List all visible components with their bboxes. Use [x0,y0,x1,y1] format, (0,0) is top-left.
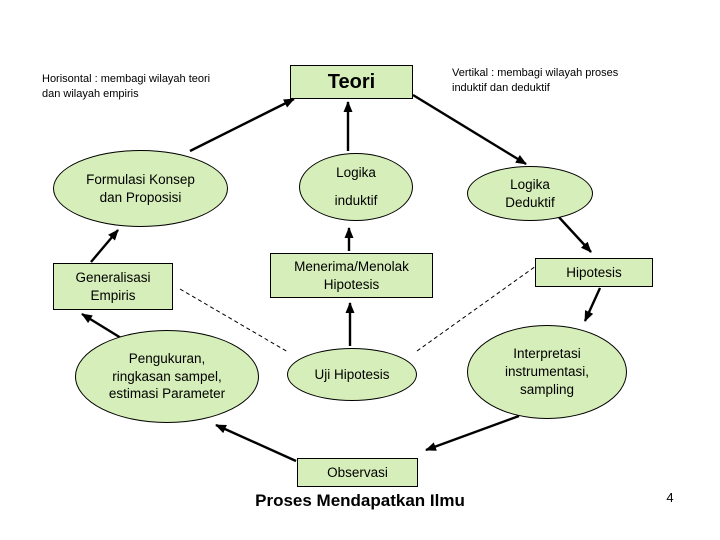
node-interpretasi: Interpretasi instrumentasi, sampling [467,325,627,419]
node-logika-deduktif: Logika Deduktif [467,166,593,221]
arrow-teori-to-logika-deduktif [412,93,527,166]
slide-title: Proses Mendapatkan Ilmu [255,491,465,510]
arrow-interpretasi-to-observasi [425,414,520,452]
page-number: 4 [666,490,674,505]
node-hipotesis: Hipotesis [535,258,653,287]
arrow-logika-deduktif-to-hipotesis [555,213,592,253]
node-menerima-menolak-hipotesis: Menerima/Menolak Hipotesis [270,253,433,298]
node-pengukuran: Pengukuran, ringkasan sampel, estimasi P… [75,330,259,423]
node-generalisasi-empiris: Generalisasi Empiris [53,263,173,310]
arrow-hipotesis-to-interpretasi [583,287,602,322]
node-teori: Teori [290,65,413,99]
arrow-observasi-to-pengukuran [215,423,297,463]
node-observasi: Observasi [297,458,418,487]
node-uji-hipotesis: Uji Hipotesis [287,348,417,401]
node-formulasi-konsep: Formulasi Konsep dan Proposisi [53,150,228,227]
arrow-pengukuran-to-generalisasi [81,312,122,340]
node-logika-induktif: Logika induktif [299,153,413,221]
arrow-formulasi-to-teori [189,97,295,153]
caption-horisontal: Horisontal : membagi wilayah teori dan w… [42,73,211,100]
arrow-generalisasi-to-formulasi [90,229,119,263]
caption-vertikal: Vertikal : membagi wilayah proses indukt… [452,67,619,94]
